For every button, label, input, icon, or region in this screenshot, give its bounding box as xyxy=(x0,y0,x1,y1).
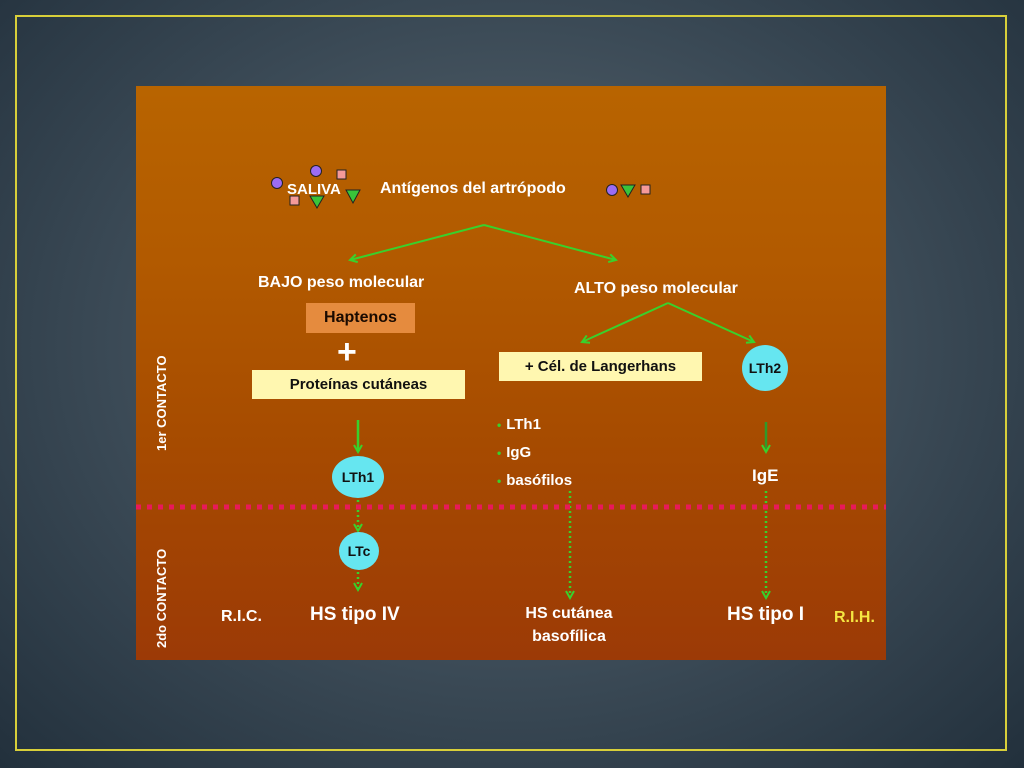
langerhans-box: + Cél. de Langerhans xyxy=(499,352,702,381)
lth1-cell: LTh1 xyxy=(332,456,384,498)
hs-type-i: HS tipo I xyxy=(727,604,805,625)
split-arrows-high xyxy=(582,302,754,342)
antigen-symbols-left xyxy=(271,165,361,209)
low-weight-title: BAJO peso molecular xyxy=(258,274,425,291)
list-item: •basófilos xyxy=(497,472,573,489)
proteins-box: Proteínas cutáneas xyxy=(252,370,465,399)
hs-basophilic-line2: basofílica xyxy=(532,628,606,645)
haptenos-box: Haptenos xyxy=(306,303,415,333)
first-contact-label: 1er CONTACTO xyxy=(154,355,169,451)
second-contact-label: 2do CONTACTO xyxy=(154,548,169,648)
antigens-title: Antígenos del artrópodo xyxy=(380,180,566,197)
plus-sign: + xyxy=(337,333,357,371)
list-item: •LTh1 xyxy=(497,416,541,433)
hs-basophilic-line1: HS cutánea xyxy=(525,605,613,622)
rih-label: R.I.H. xyxy=(834,609,875,626)
cell-list: •LTh1 •IgG •basófilos xyxy=(497,416,572,500)
ric-label: R.I.C. xyxy=(221,608,262,625)
antigen-symbols-right xyxy=(606,184,651,198)
split-arrows-top xyxy=(350,224,616,260)
list-item: •IgG xyxy=(497,444,532,461)
slide-frame xyxy=(15,15,1007,751)
lth2-cell: LTh2 xyxy=(742,345,788,391)
dotted-arrows xyxy=(358,491,766,598)
ige-label: IgE xyxy=(752,466,779,485)
saliva-label: SALIVA xyxy=(287,181,341,198)
ltc-cell: LTc xyxy=(339,532,379,570)
high-weight-title: ALTO peso molecular xyxy=(574,280,738,297)
hs-type-iv: HS tipo IV xyxy=(310,604,400,625)
